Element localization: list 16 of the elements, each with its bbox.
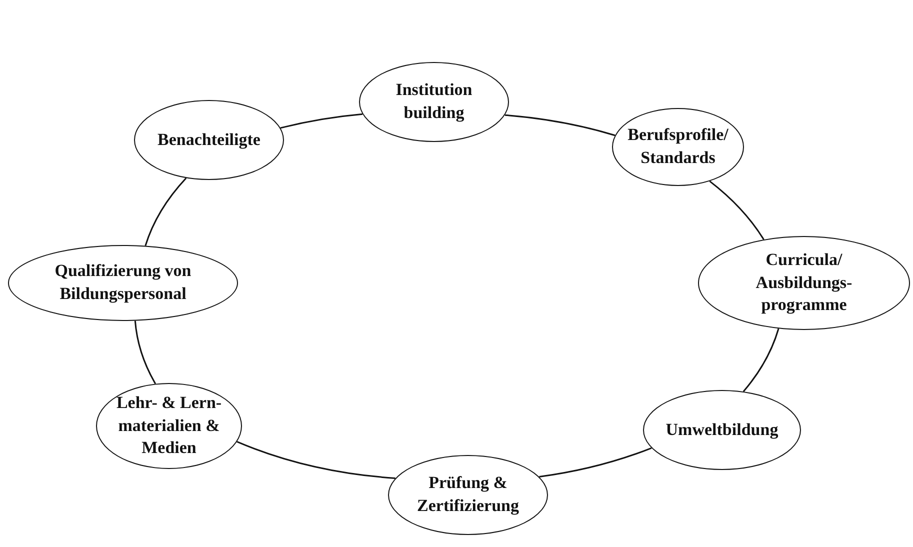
node-label: Lehr- & Lern- materialien & Medien (115, 392, 223, 460)
connector-arc (742, 328, 780, 392)
connector-arc (134, 320, 156, 384)
node-label: Qualifizierung von Bildungspersonal (54, 260, 192, 305)
node-label: Benachteiligte (158, 128, 260, 151)
connector-arc (709, 180, 764, 240)
connector-arc (236, 440, 396, 479)
node-label: Prüfung & Zertifizierung (416, 472, 520, 517)
node-label: Umweltbildung (666, 418, 778, 441)
connector-arc (539, 447, 652, 478)
node-label: Curricula/ Ausbildungs- programme (754, 248, 854, 316)
connector-arc (280, 113, 363, 129)
connector-arc (144, 178, 187, 246)
connector-arc (504, 114, 616, 136)
node-label: Berufsprofile/ Standards (626, 124, 730, 169)
node-label: Institution building (394, 79, 474, 124)
